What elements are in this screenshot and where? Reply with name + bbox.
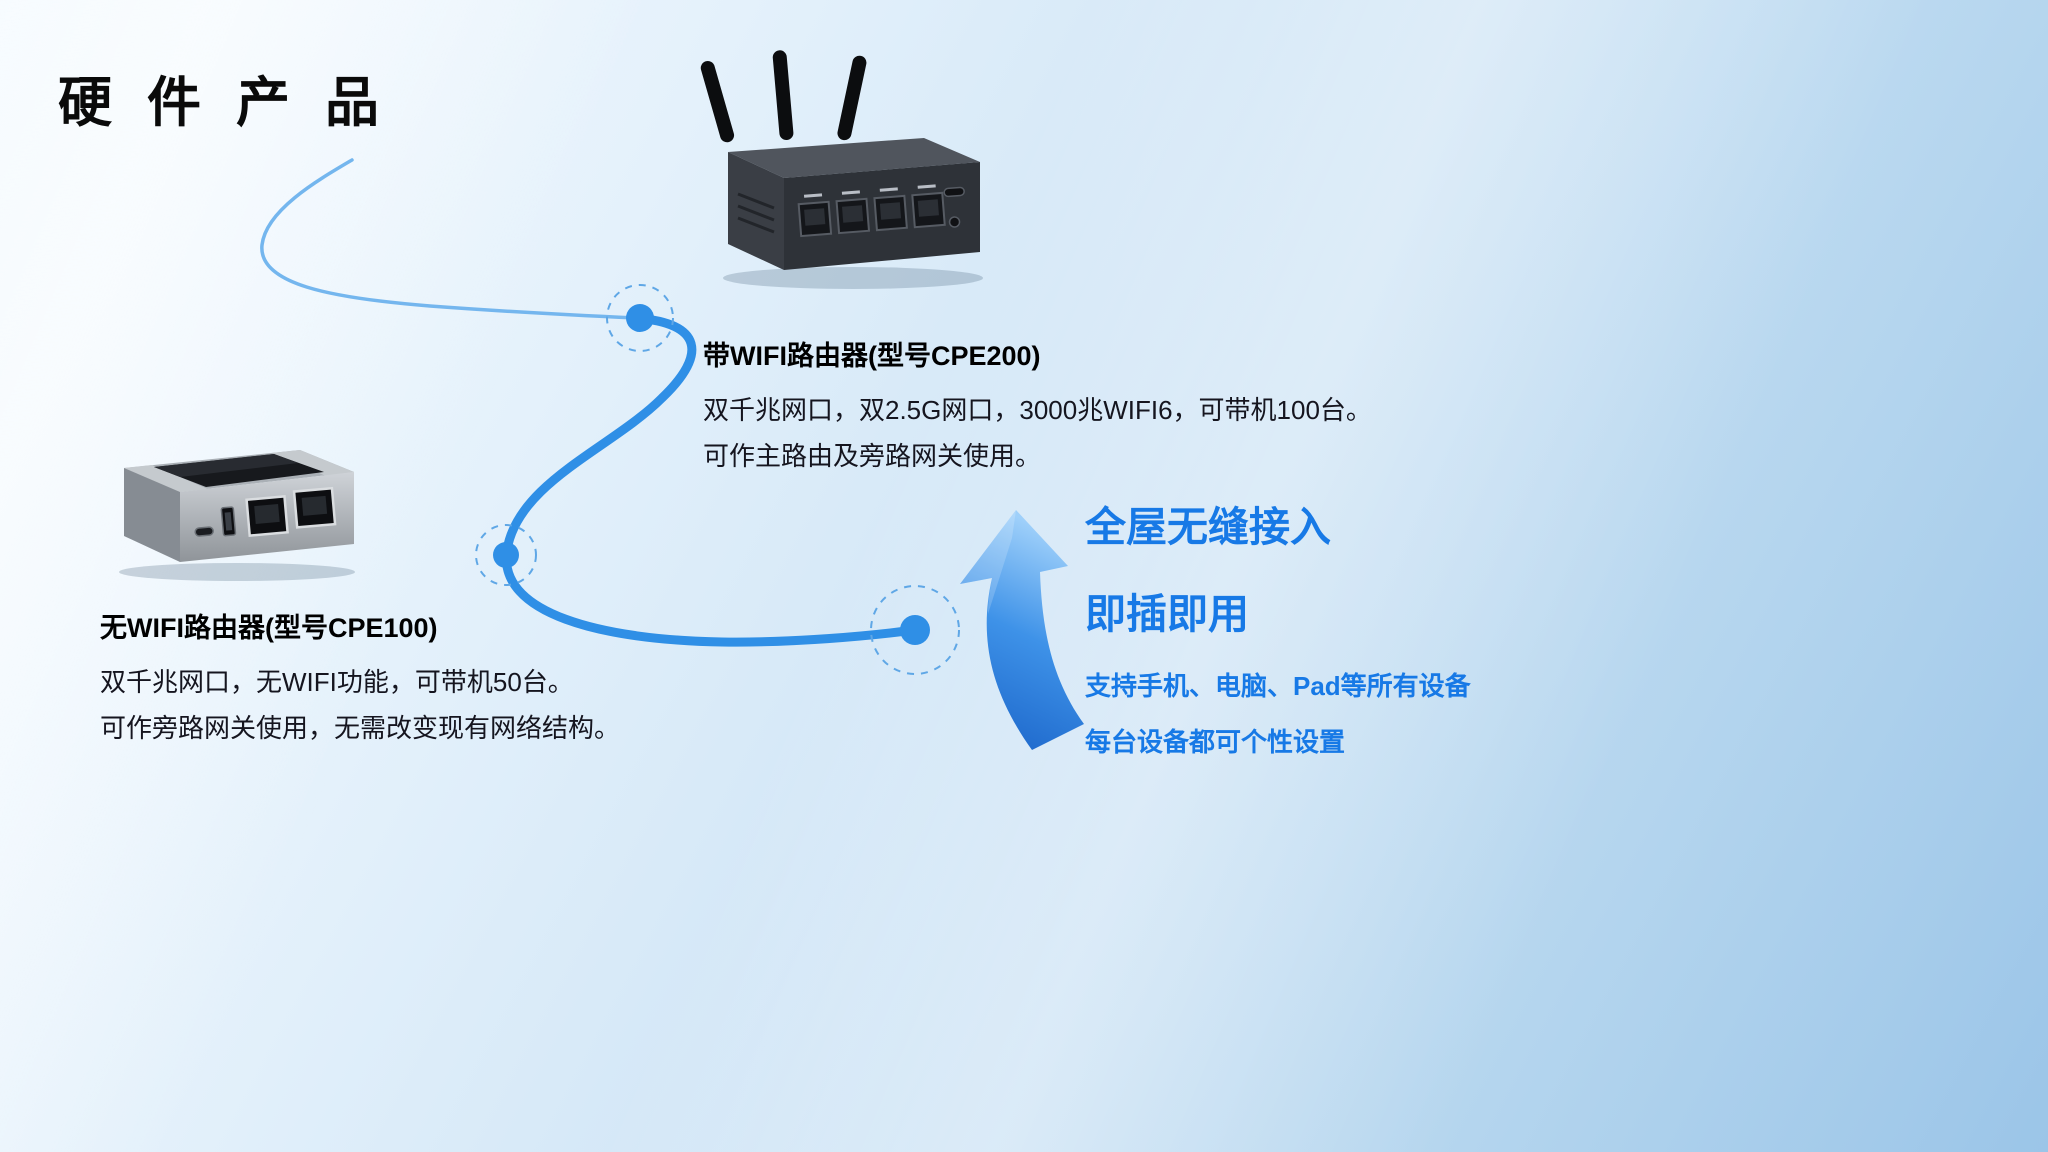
highlight-headline-1: 全屋无缝接入 (1085, 504, 1331, 550)
cpe100-description-line-2: 可作旁路网关使用，无需改变现有网络结构。 (100, 713, 621, 743)
usb-c-port-icon (943, 186, 965, 198)
cpe200-name: 带WIFI路由器(型号CPE200) (703, 341, 1041, 371)
connector-thin-segment (260, 158, 638, 320)
cpe100-router-image (102, 410, 372, 585)
highlight-headline-2: 即插即用 (1085, 591, 1249, 638)
port-label-marks (803, 184, 936, 198)
cpe200-info-block: 带WIFI路由器(型号CPE200) 双千兆网口，双2.5G网口，3000兆WI… (703, 334, 1372, 479)
highlights-block: 全屋无缝接入 即插即用 支持手机、电脑、Pad等所有设备 每台设备都可个性设置 (1085, 504, 1471, 760)
reset-button-icon (948, 216, 961, 228)
cpe200-router-image (688, 48, 998, 293)
cpe100-name: 无WIFI路由器(型号CPE100) (100, 613, 438, 643)
connection-node-rings (475, 284, 960, 675)
antenna-icon (700, 50, 867, 143)
connection-node-dots (493, 304, 930, 645)
cpe200-description-line-1: 双千兆网口，双2.5G网口，3000兆WIFI6，可带机100台。 (703, 395, 1372, 425)
cpe200-description-line-2: 可作主路由及旁路网关使用。 (703, 441, 1042, 471)
up-arrow-icon (942, 498, 1102, 760)
cpe100-info-block: 无WIFI路由器(型号CPE100) 双千兆网口，无WIFI功能，可带机50台。… (100, 606, 620, 751)
highlight-sub-1: 支持手机、电脑、Pad等所有设备 (1085, 671, 1471, 702)
cpe100-description-line-1: 双千兆网口，无WIFI功能，可带机50台。 (100, 667, 574, 697)
highlight-sub-2: 每台设备都可个性设置 (1085, 727, 1346, 758)
page-title: 硬 件 产 品 (58, 73, 390, 133)
usb-c-port-icon (194, 526, 214, 537)
